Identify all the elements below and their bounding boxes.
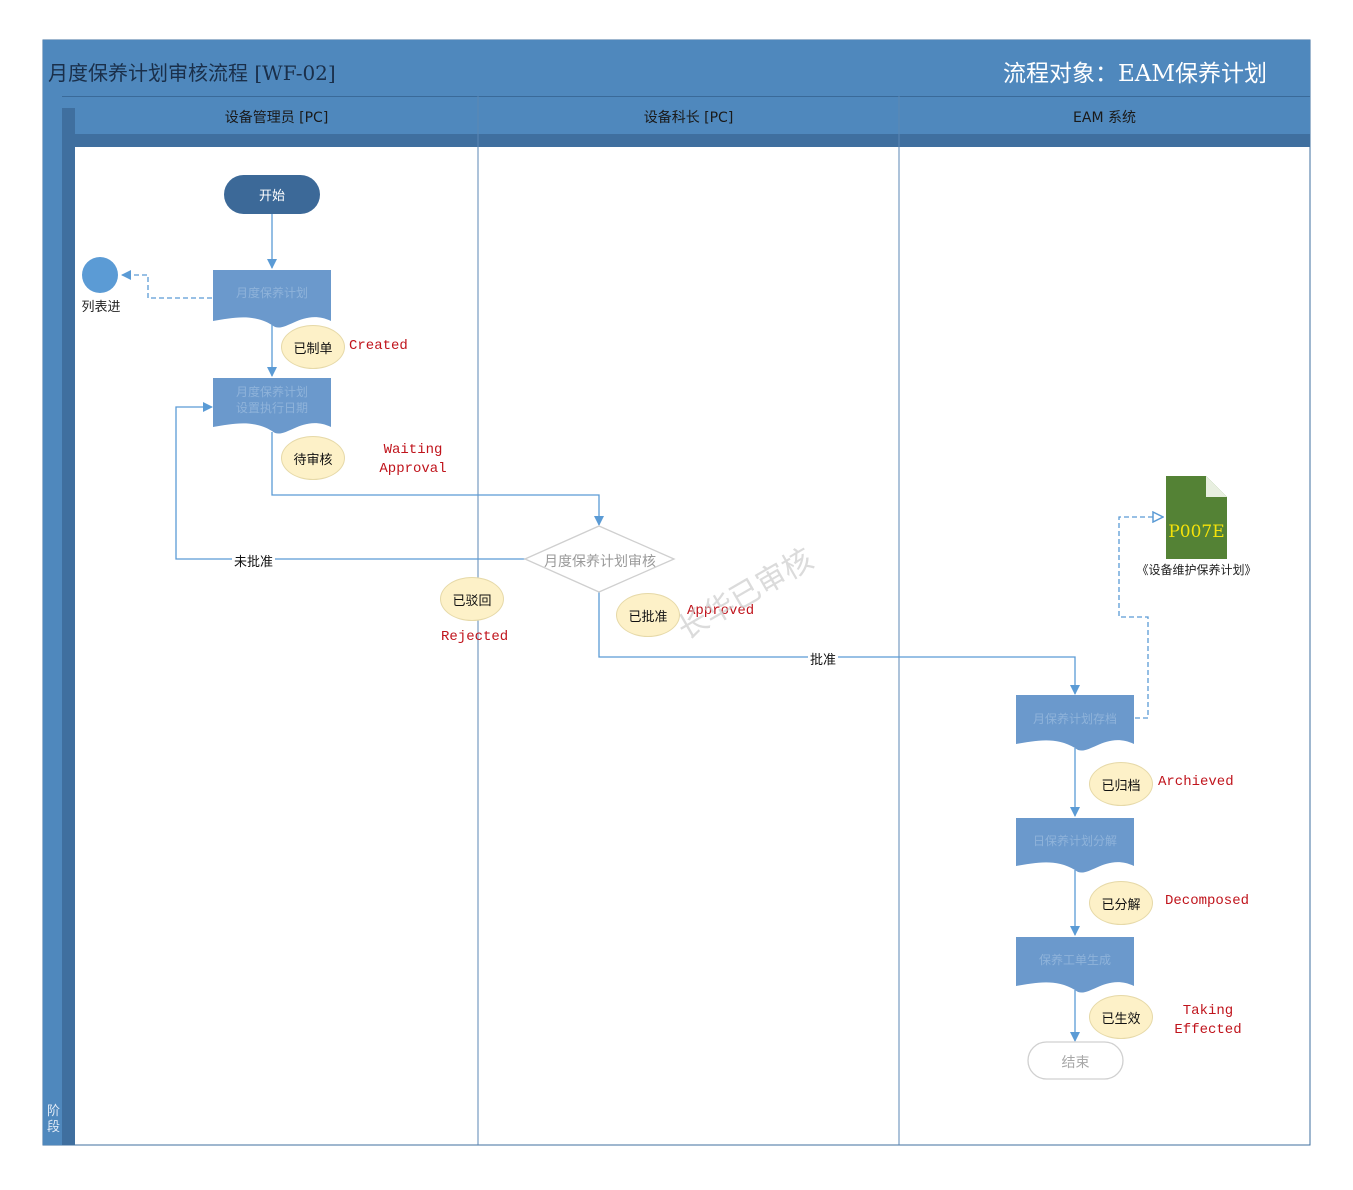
lane-header-strip (75, 134, 1310, 147)
flow-object: 流程对象：EAM保养计划 (1003, 61, 1267, 87)
review-label: 月度保养计划审核 (544, 554, 656, 570)
list-terminator (82, 257, 118, 293)
archive-label: 月保养计划存档 (1032, 712, 1117, 726)
state-rejected: 已驳回 (440, 577, 504, 621)
process-work-order (1016, 937, 1134, 993)
state-approved: 已批准 (616, 593, 680, 637)
process-set-date (213, 378, 331, 434)
set-date-line-2: 设置执行日期 (235, 401, 308, 415)
flow-plan-to-list (121, 270, 212, 299)
status-decomposed: Decomposed (1165, 893, 1250, 909)
document-fold (1206, 476, 1227, 497)
set-date-line-1: 月度保养计划 (235, 385, 308, 399)
state-created: 已制单 (281, 325, 345, 369)
flow-label-approve: 批准 (808, 649, 839, 668)
process-archive (1016, 695, 1134, 751)
review-decision (523, 525, 676, 593)
dashed-connectors (121, 270, 1163, 719)
list-terminator-label: 列表进 (81, 300, 121, 315)
status-archived: Archieved (1158, 774, 1234, 790)
title-bar (43, 40, 1310, 96)
status-rejected: Rejected (441, 629, 509, 645)
stage-strip (62, 108, 75, 1145)
stage-column (43, 96, 62, 1145)
process-monthly-plan (213, 270, 331, 328)
end-node (1027, 1041, 1124, 1080)
decompose-label: 日保养计划分解 (1032, 834, 1117, 848)
start-label: 开始 (258, 189, 285, 204)
process-shapes (213, 270, 1134, 993)
flow-reject (175, 402, 525, 560)
status-approved: Approved (687, 603, 755, 619)
lane-header-admin: 设备管理员 [PC] (224, 110, 329, 126)
start-node (224, 175, 320, 214)
set-date-label: 月度保养计划 设置执行日期 (213, 384, 331, 416)
document-name: 《设备维护保养计划》 (1136, 563, 1257, 577)
status-taking-effect: Taking Effected (1174, 1003, 1242, 1038)
lane-header-chief: 设备科长 [PC] (643, 110, 734, 126)
diagram-title: 月度保养计划审核流程 [WF-02] (48, 61, 336, 85)
state-taking-effect: 已生效 (1089, 995, 1153, 1039)
flow-date-to-review (271, 432, 604, 526)
document-code: P007E (1168, 522, 1225, 542)
monthly-plan-label: 月度保养计划 (235, 286, 308, 300)
status-created: Created (349, 338, 408, 354)
connectors (175, 214, 1080, 1042)
state-archived: 已归档 (1089, 762, 1153, 806)
state-waiting-approval: 待审核 (281, 436, 345, 480)
flow-label-reject: 未批准 (232, 551, 276, 570)
state-decomposed: 已分解 (1089, 881, 1153, 925)
flow-archive-to-document (1118, 517, 1163, 719)
lane-header-eam: EAM 系统 (1073, 110, 1136, 126)
end-label: 结束 (1061, 1055, 1090, 1071)
process-decompose (1016, 818, 1134, 873)
work-order-label: 保养工单生成 (1038, 953, 1111, 967)
lane-header-bar (43, 96, 1310, 134)
status-waiting-approval: Waiting Approval (379, 442, 447, 477)
stage-label: 阶段 (46, 1104, 60, 1135)
